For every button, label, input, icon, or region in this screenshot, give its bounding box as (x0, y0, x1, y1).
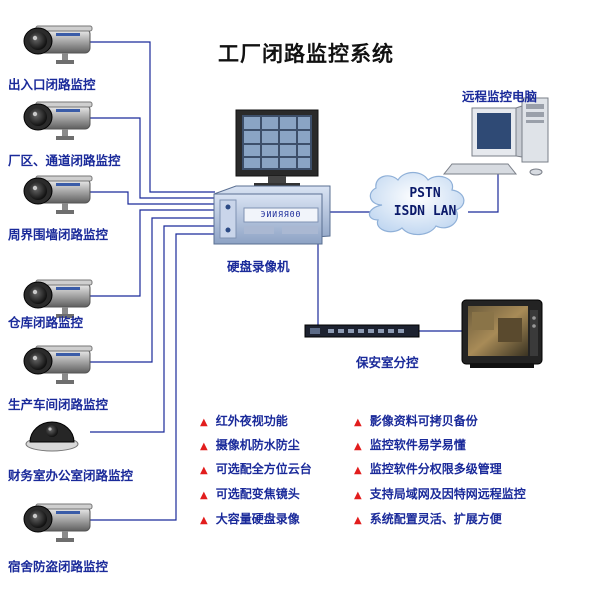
security-room-label: 保安室分控 (356, 355, 419, 370)
camera-label-dormitory: 宿舍防盗闭路监控 (8, 559, 109, 574)
bullet-triangle-icon: ▲ (200, 515, 208, 526)
bullet-triangle-icon: ▲ (200, 417, 208, 428)
camera-label-entrance: 出入口闭路监控 (8, 77, 96, 92)
camera-label-warehouse: 仓库闭路监控 (8, 315, 84, 330)
camera-group (23, 25, 93, 542)
link-camera-6 (90, 225, 215, 433)
security-tv-icon (461, 299, 543, 368)
bullet-triangle-icon: ▲ (354, 490, 362, 501)
link-camera-2 (90, 117, 215, 199)
dvr-panel-text: ЭИИЯЯΘΘ (260, 210, 302, 219)
feature-item: ▲监控软件易学易懂 (354, 438, 466, 452)
camera-label-workshop: 生产车间闭路监控 (8, 397, 109, 412)
feature-item: ▲支持局域网及因特网远程监控 (354, 487, 526, 501)
bullet-camera-icon (23, 345, 93, 384)
diagram-title: 工厂闭路监控系统 (218, 42, 394, 66)
security-splitter-icon (304, 324, 420, 338)
feature-item: ▲摄像机防水防尘 (200, 438, 300, 452)
camera-label-perimeter: 周界围墙闭路监控 (8, 227, 109, 242)
feature-item: ▲监控软件分权限多级管理 (354, 462, 502, 476)
bullet-triangle-icon: ▲ (354, 441, 362, 452)
bullet-camera-icon (23, 279, 93, 318)
bullet-triangle-icon: ▲ (354, 515, 362, 526)
bullet-camera-icon (23, 503, 93, 542)
remote-pc-icon (442, 97, 549, 176)
bullet-camera-icon (23, 25, 93, 64)
link-camera-1 (90, 41, 215, 193)
link-network-pc (468, 168, 499, 213)
bullet-camera-icon (23, 101, 93, 140)
link-camera-3 (90, 191, 215, 205)
remote-pc-label: 远程监控电脑 (462, 89, 538, 104)
network-line-1: PSTN (409, 186, 441, 201)
bullet-triangle-icon: ▲ (200, 441, 208, 452)
dvr-chassis-icon (213, 185, 331, 245)
link-camera-5 (90, 217, 215, 363)
feature-item: ▲可选配全方位云台 (200, 462, 312, 476)
network-cloud-icon (368, 171, 465, 236)
connection-lines (90, 41, 499, 521)
feature-item: ▲红外夜视功能 (200, 414, 288, 428)
bullet-triangle-icon: ▲ (200, 490, 208, 501)
link-camera-4 (90, 209, 215, 297)
camera-label-factory-area: 厂区、通道闭路监控 (8, 153, 121, 168)
bullet-triangle-icon: ▲ (354, 417, 362, 428)
bullet-triangle-icon: ▲ (200, 465, 208, 476)
feature-item: ▲可选配变焦镜头 (200, 487, 300, 501)
bullet-camera-icon (23, 175, 93, 214)
network-line-2: ISDN LAN (393, 204, 457, 219)
dvr-monitor-icon (235, 109, 319, 188)
feature-item: ▲系统配置灵活、扩展方便 (354, 512, 502, 526)
feature-item: ▲大容量硬盘录像 (200, 512, 300, 526)
bullet-triangle-icon: ▲ (354, 465, 362, 476)
feature-item: ▲影像资料可拷贝备份 (354, 414, 478, 428)
dome-camera-icon (25, 421, 79, 452)
link-camera-7 (90, 233, 215, 521)
camera-label-finance-office: 财务室办公室闭路监控 (8, 468, 134, 483)
dvr-label: 硬盘录像机 (227, 259, 290, 274)
